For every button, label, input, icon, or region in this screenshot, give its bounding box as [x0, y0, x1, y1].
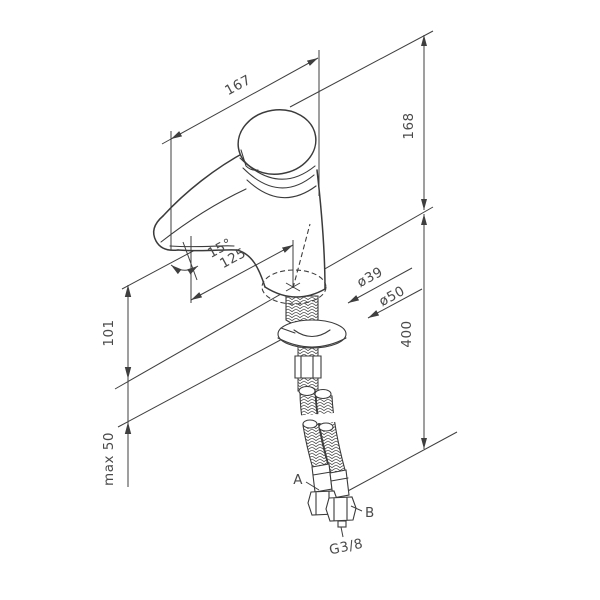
dim-label-spout-reach: 167 — [222, 72, 254, 99]
supply-hoses — [298, 385, 357, 528]
thread-leader — [340, 526, 344, 538]
handle-notch — [240, 149, 259, 171]
hose-labels: A B G3/8 — [293, 472, 375, 559]
thread-nipple — [337, 520, 347, 528]
dim-label-overall-height: 168 — [401, 112, 417, 139]
hose-end-baseline — [345, 431, 458, 493]
dim-label-hose-length: 400 — [399, 320, 415, 347]
dim-base-diameter: ø50 — [367, 283, 423, 319]
dim-overall-height: 168 — [401, 35, 427, 210]
hose-break-mark — [298, 412, 342, 432]
mounting-washer — [277, 319, 347, 349]
dim-label-body-diameter: ø39 — [354, 264, 385, 291]
label-connection-thread: G3/8 — [328, 536, 365, 559]
top-height-extension-line — [289, 30, 434, 108]
outlet-height-extension-line — [121, 249, 196, 290]
hose-b-nut — [325, 496, 357, 522]
label-hose-a: A — [293, 472, 303, 488]
hose-b-leader — [350, 505, 363, 512]
hose-b-collar — [329, 469, 350, 499]
base-circle-hidden — [261, 269, 327, 305]
label-hose-b: B — [365, 505, 375, 521]
dim-label-outlet-height: 101 — [101, 319, 117, 346]
hose-a-leader — [305, 481, 320, 491]
spout-front-edge — [160, 188, 247, 243]
tilted-axis-hidden — [292, 223, 311, 289]
dim-label-base-diameter: ø50 — [376, 283, 407, 310]
faucet-drawing — [152, 109, 357, 528]
dim-label-max-deck-thickness: max 50 — [101, 432, 117, 486]
washer-plane-line — [117, 336, 287, 428]
dim-hose-length: 400 — [399, 214, 427, 449]
dim-outlet-height: 101 max 50 — [101, 285, 132, 487]
stud-hex-fitting — [294, 355, 322, 379]
